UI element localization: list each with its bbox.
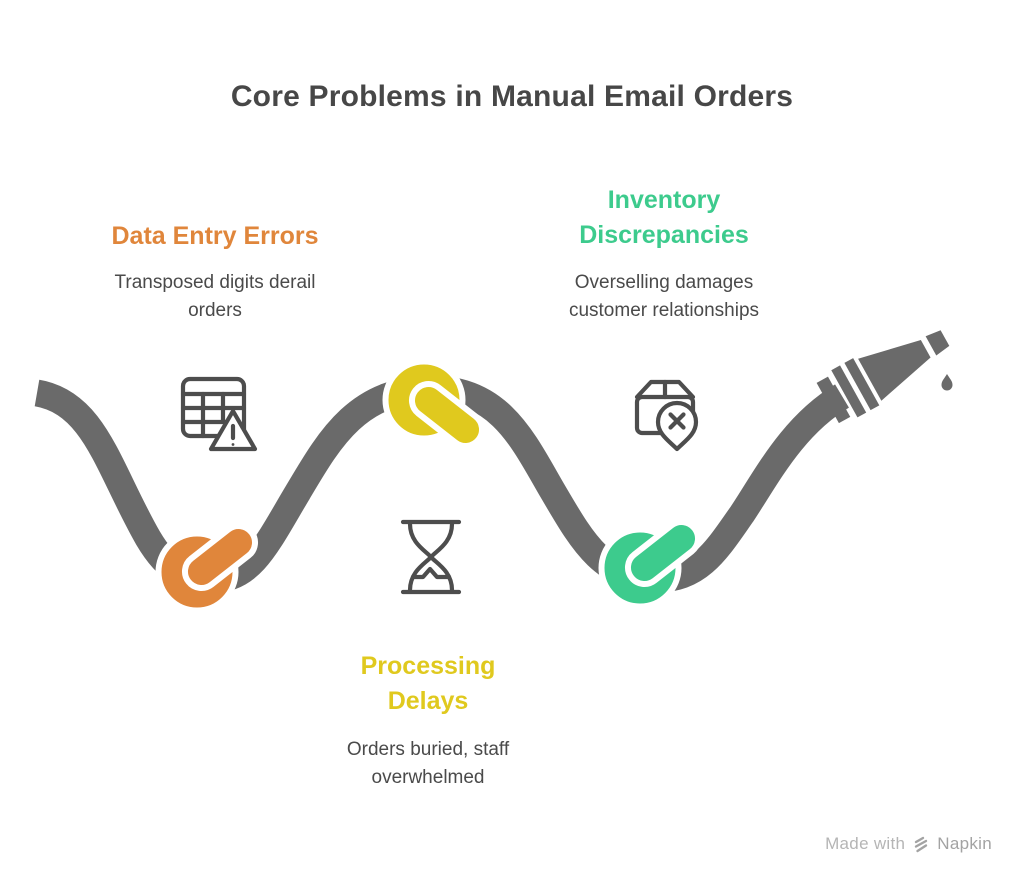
hourglass-icon [400,519,462,595]
problem-label-inventory-discrepancies: Inventory Discrepancies [579,186,749,249]
rope-knot-inventory [598,519,702,610]
watermark: Made with Napkin [825,834,992,854]
watermark-made-with-text: Made with [825,834,906,853]
water-drop-icon [941,374,953,391]
problem-label-data-entry-errors: Data Entry Errors [111,222,319,250]
problem-description-inventory-discrepancies: Overselling damages customer relationshi… [568,272,760,321]
table-alert-icon [180,376,258,452]
problem-description-processing-delays: Orders buried, staff overwhelmed [346,739,510,788]
napkin-logo-icon [915,836,928,853]
problem-description-data-entry-errors: Transposed digits derail orders [114,272,316,321]
page-title: Core Problems in Manual Email Orders [230,80,794,113]
watermark-brand-text: Napkin [937,834,992,853]
package-x-icon [634,379,699,452]
rope-knot-data-entry [155,523,259,614]
hose-nozzle-icon [816,330,950,424]
rope-knot-processing [382,358,486,449]
problem-label-processing-delays: Processing Delays [360,652,496,715]
